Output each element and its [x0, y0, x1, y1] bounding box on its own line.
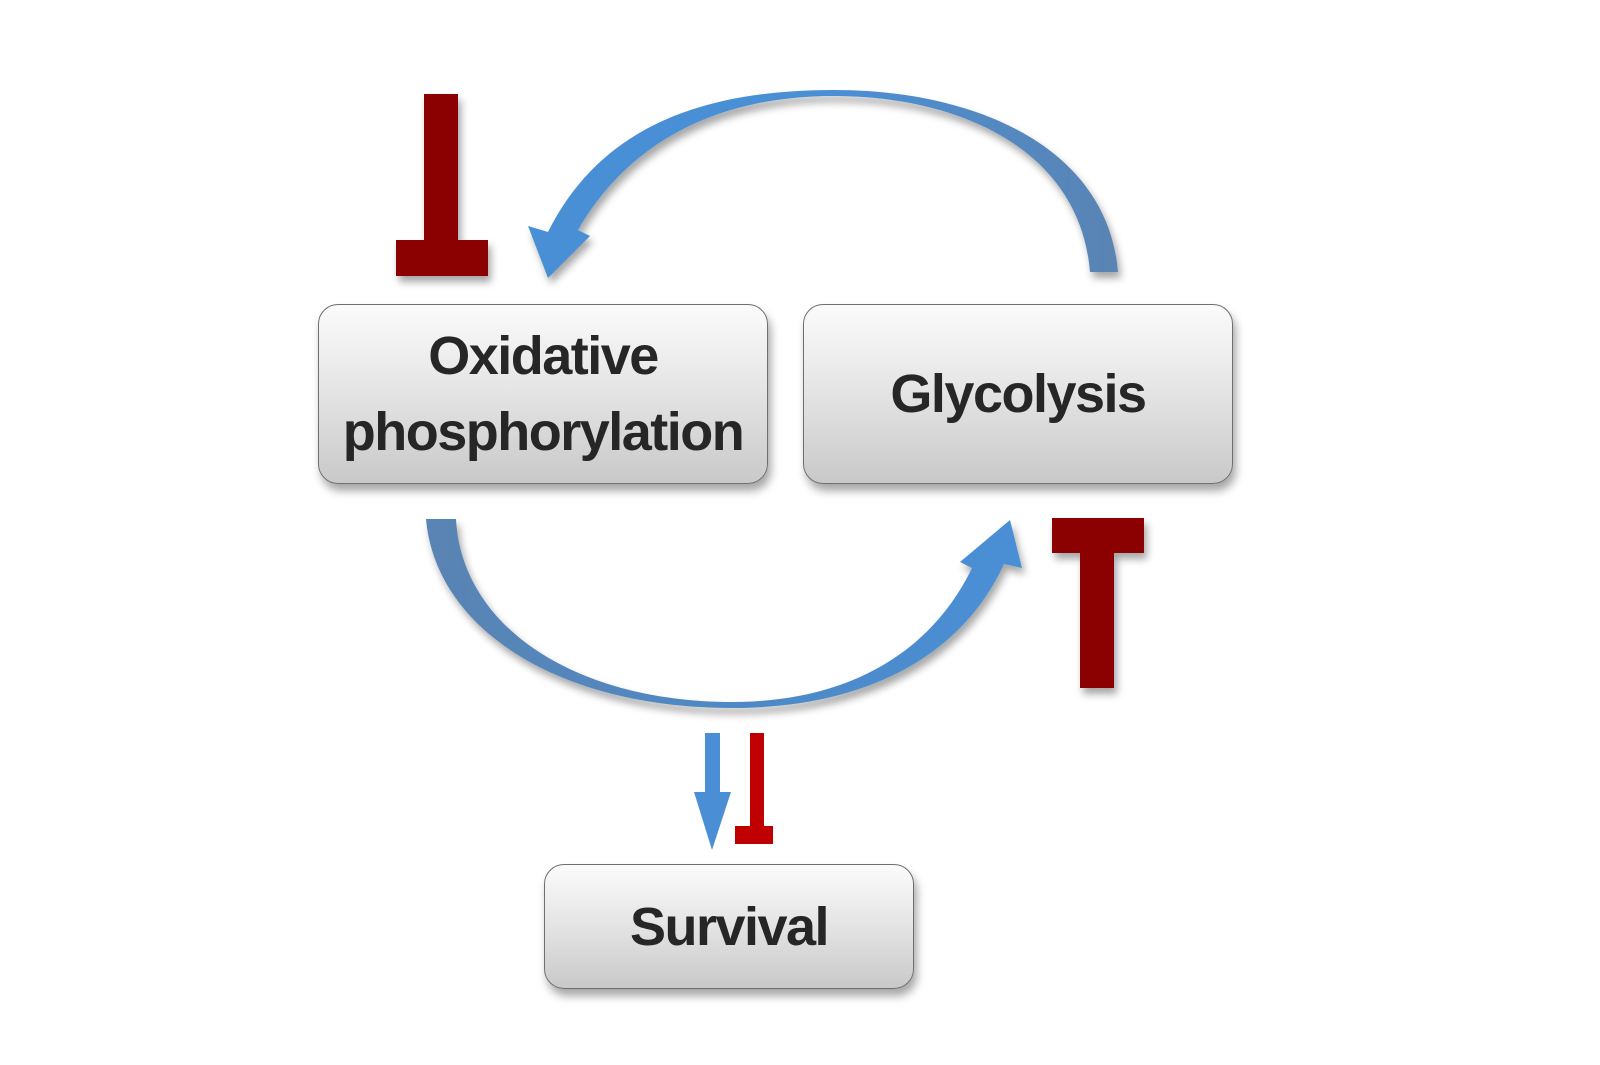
inhibition-bar-survival [735, 733, 773, 844]
arrow-glycolysis-to-oxphos [528, 90, 1118, 278]
node-survival-label: Survival [629, 896, 830, 957]
inhibition-bar-oxphos [396, 94, 488, 276]
node-oxphos-label-line2: phosphorylation [342, 402, 745, 462]
arrow-to-survival [694, 733, 731, 850]
node-glycolysis: Glycolysis [803, 304, 1233, 484]
inhibition-bar-glycolysis [1052, 518, 1144, 688]
node-survival: Survival [544, 864, 914, 989]
node-glycolysis-label: Glycolysis [890, 364, 1147, 424]
node-oxphos-label-line1: Oxidative [428, 326, 659, 386]
arrow-oxphos-to-glycolysis [426, 519, 1022, 708]
node-oxidative-phosphorylation: Oxidative phosphorylation [318, 304, 768, 484]
